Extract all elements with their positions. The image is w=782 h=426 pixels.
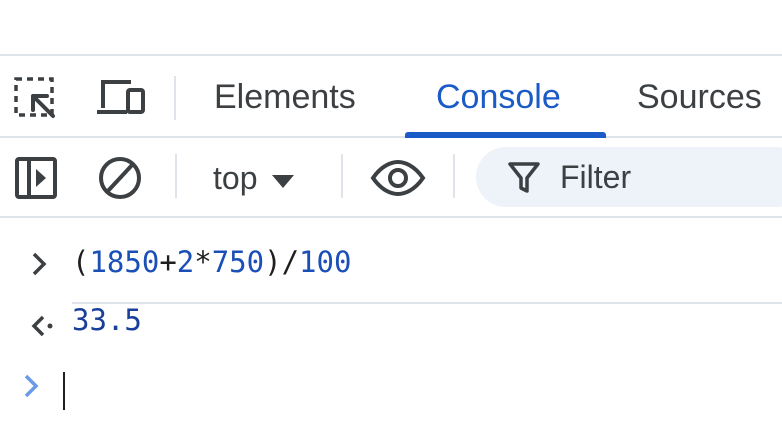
tab-sources[interactable]: Sources — [637, 78, 762, 116]
filter-input[interactable]: Filter — [476, 147, 782, 207]
console-prompt[interactable] — [0, 360, 782, 420]
tab-divider — [174, 76, 176, 120]
result-arrow-icon — [30, 312, 56, 346]
toolbar-divider — [341, 154, 343, 198]
console-output: (1850+2*750)/100 33.5 — [0, 220, 782, 426]
devtools-tab-bar: Elements Console Sources — [0, 54, 782, 138]
sidebar-toggle-icon[interactable] — [14, 156, 58, 200]
console-expression: (1850+2*750)/100 — [72, 245, 352, 279]
text-caret — [63, 372, 65, 410]
entry-divider — [72, 302, 782, 304]
active-tab-indicator — [405, 132, 606, 138]
clear-console-icon[interactable] — [96, 156, 144, 204]
toolbar-divider — [453, 154, 455, 198]
console-input-entry: (1850+2*750)/100 — [0, 236, 782, 304]
context-label: top — [213, 160, 258, 196]
console-toolbar: top Filter — [0, 138, 782, 218]
chevron-right-icon — [30, 250, 48, 284]
eye-icon[interactable] — [370, 160, 426, 196]
tab-elements[interactable]: Elements — [214, 78, 356, 116]
toolbar-divider — [175, 154, 177, 198]
context-selector[interactable]: top — [213, 156, 295, 200]
device-toolbar-icon[interactable] — [95, 76, 147, 120]
console-result-value[interactable]: 33.5 — [72, 303, 142, 337]
chevron-down-icon — [271, 156, 295, 200]
tab-console[interactable]: Console — [436, 78, 561, 116]
filter-icon — [508, 161, 540, 200]
inspect-element-icon[interactable] — [13, 76, 59, 122]
filter-placeholder: Filter — [560, 159, 632, 195]
console-result-entry: 33.5 — [0, 298, 782, 348]
chevron-right-icon — [22, 372, 40, 406]
